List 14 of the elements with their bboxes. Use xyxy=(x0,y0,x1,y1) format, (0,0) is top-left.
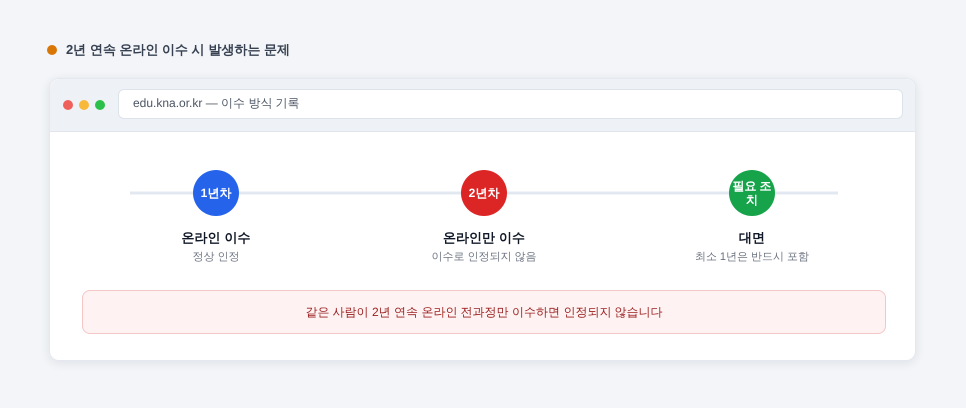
step-circle: 1년차 xyxy=(193,170,239,216)
step-title: 대면 xyxy=(739,229,765,247)
title: 2년 연속 온라인 이수 시 발생하는 문제 xyxy=(66,41,290,59)
browser-window xyxy=(49,78,916,361)
warning-banner xyxy=(82,290,886,334)
step-circle: 2년차 xyxy=(461,170,507,216)
address-bar: edu.kna.or.kr — 이수 방식 기록 xyxy=(118,89,903,119)
step-circle: 필요 조치 xyxy=(729,170,775,216)
warning-text: 같은 사람이 2년 연속 온라인 전과정만 이수하면 인정되지 않습니다 xyxy=(305,304,663,320)
step-description: 이수로 인정되지 않음 xyxy=(431,250,537,265)
step-description: 최소 1년은 반드시 포함 xyxy=(694,250,810,265)
step-title: 온라인 이수 xyxy=(182,229,250,247)
step-title: 온라인만 이수 xyxy=(443,229,525,247)
step-description: 정상 인정 xyxy=(192,250,240,265)
